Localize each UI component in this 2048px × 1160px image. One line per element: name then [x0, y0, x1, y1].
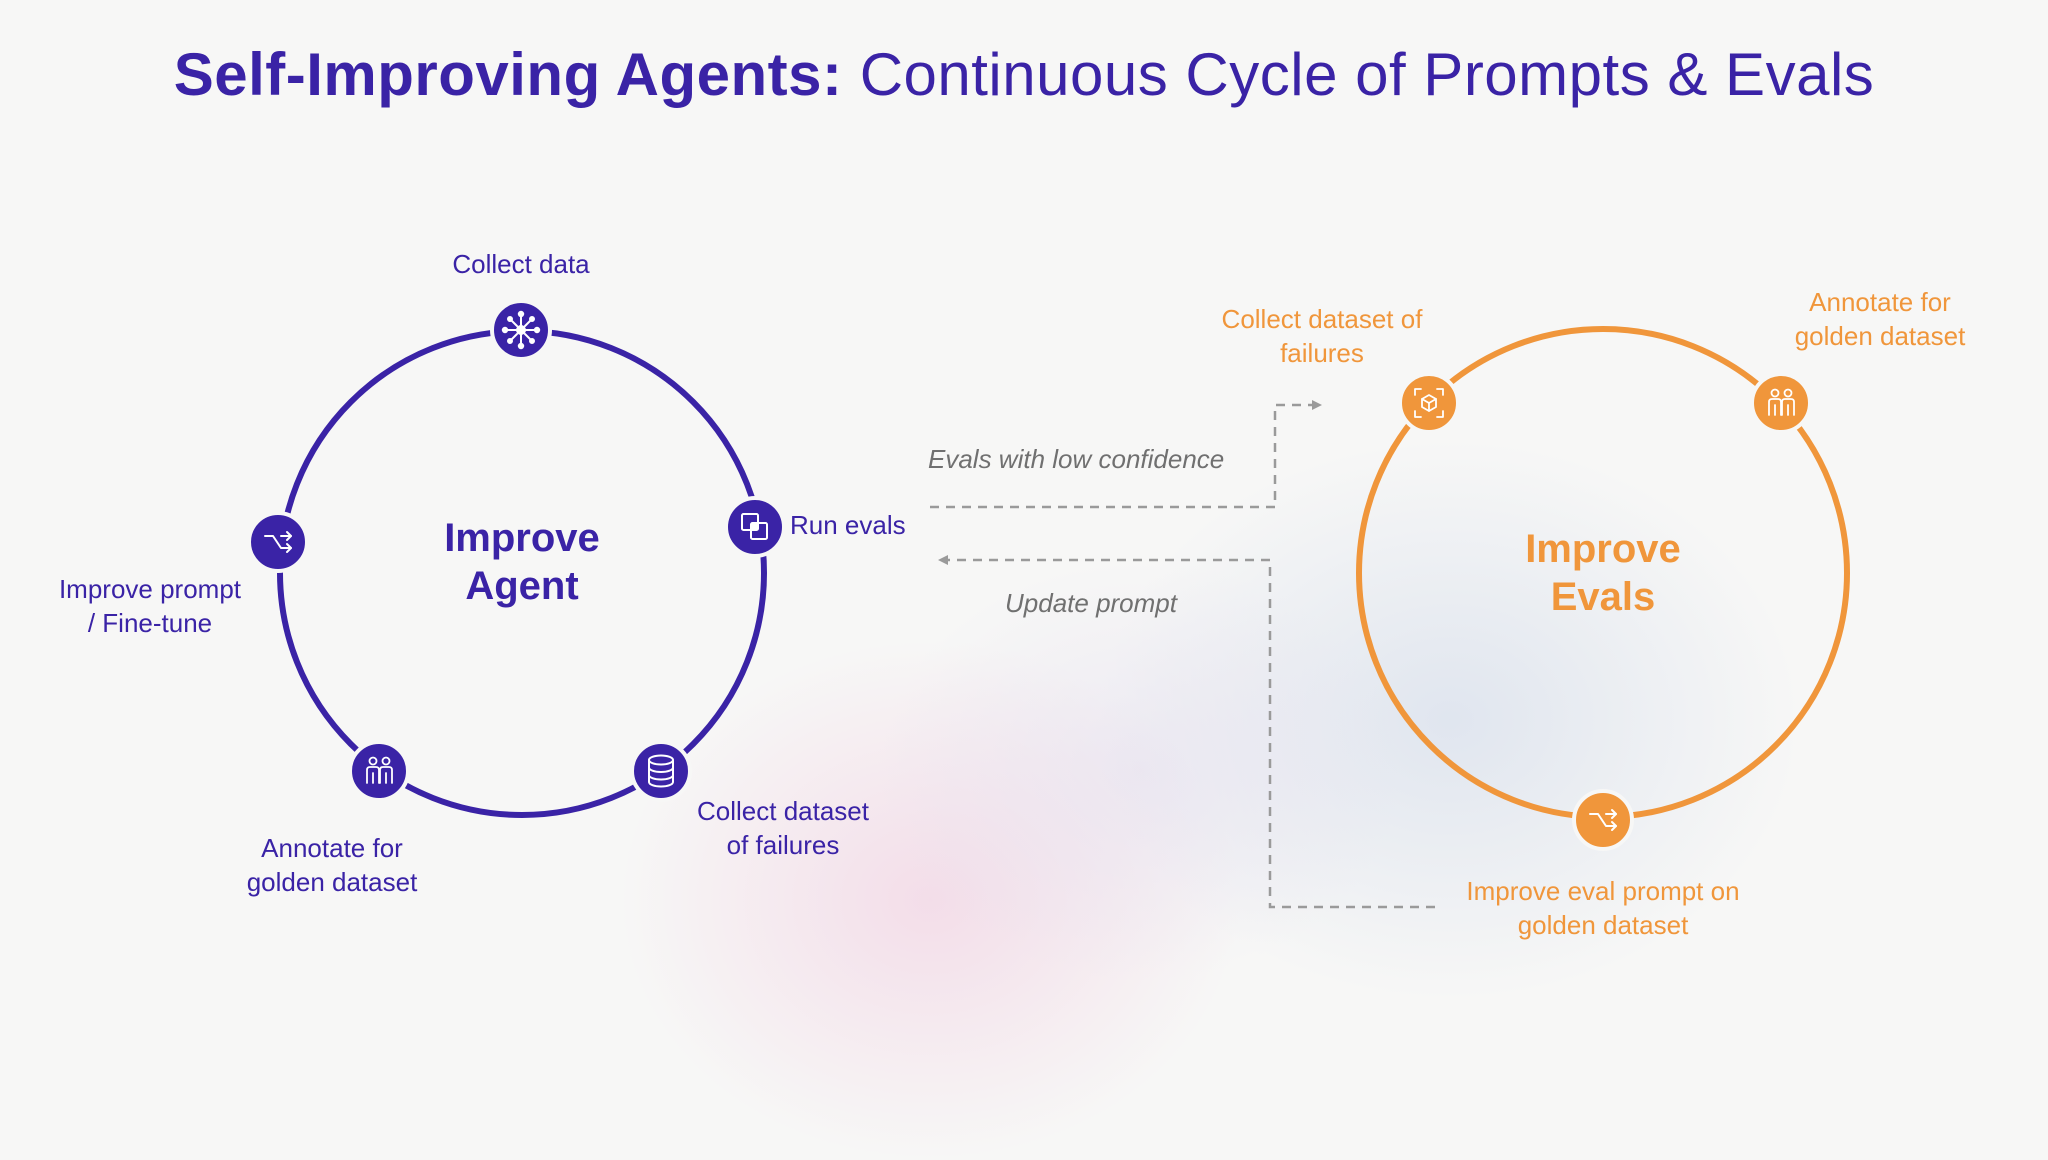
node-collect-failures-agent	[630, 740, 692, 802]
page-title: Self-Improving Agents: Continuous Cycle …	[0, 40, 2048, 109]
title-bold: Self-Improving Agents:	[173, 41, 843, 108]
eval-center-line1: Improve	[1525, 527, 1681, 571]
eval-cycle-center-label: Improve Evals	[1453, 525, 1753, 621]
branch-arrow-icon	[264, 531, 292, 553]
agent-center-line1: Improve	[444, 516, 600, 560]
overlapping-squares-icon	[741, 513, 768, 540]
people-icon	[366, 756, 393, 784]
agent-center-line2: Agent	[465, 564, 579, 608]
label-evals-low-confidence: Evals with low confidence	[928, 444, 1225, 474]
node-improve-eval	[1572, 789, 1634, 851]
label-annotate-eval: Annotate for golden dataset	[1794, 287, 1966, 351]
cube-scan-icon	[1414, 388, 1444, 418]
label-run-evals: Run evals	[790, 510, 906, 540]
database-icon	[648, 754, 674, 788]
node-annotate-eval	[1750, 372, 1812, 434]
agent-cycle-center-label: Improve Agent	[372, 514, 672, 610]
node-annotate-agent	[348, 740, 410, 802]
label-collect-data: Collect data	[452, 249, 590, 279]
title-rest: Continuous Cycle of Prompts & Evals	[859, 41, 1875, 108]
eval-center-line2: Evals	[1550, 575, 1656, 619]
label-improve-eval: Improve eval prompt on golden dataset	[1466, 876, 1740, 940]
label-update-prompt: Update prompt	[1005, 588, 1177, 618]
node-collect-failures-eval	[1398, 372, 1460, 434]
label-collect-failures-agent: Collect dataset of failures	[697, 796, 869, 860]
people-icon	[1768, 388, 1795, 416]
branch-arrow-icon	[1589, 809, 1617, 831]
network-hub-icon	[501, 310, 541, 350]
node-collect-data	[490, 299, 552, 361]
node-improve-prompt	[247, 511, 309, 573]
label-collect-failures-eval: Collect dataset of failures	[1221, 304, 1423, 368]
connector-to-evals	[930, 400, 1322, 509]
label-improve-prompt: Improve prompt / Fine-tune	[58, 574, 242, 638]
node-run-evals	[724, 496, 786, 558]
cycle-diagram	[247, 299, 1850, 909]
connector-to-agent	[938, 555, 1435, 909]
label-annotate-agent: Annotate for golden dataset	[246, 833, 418, 897]
